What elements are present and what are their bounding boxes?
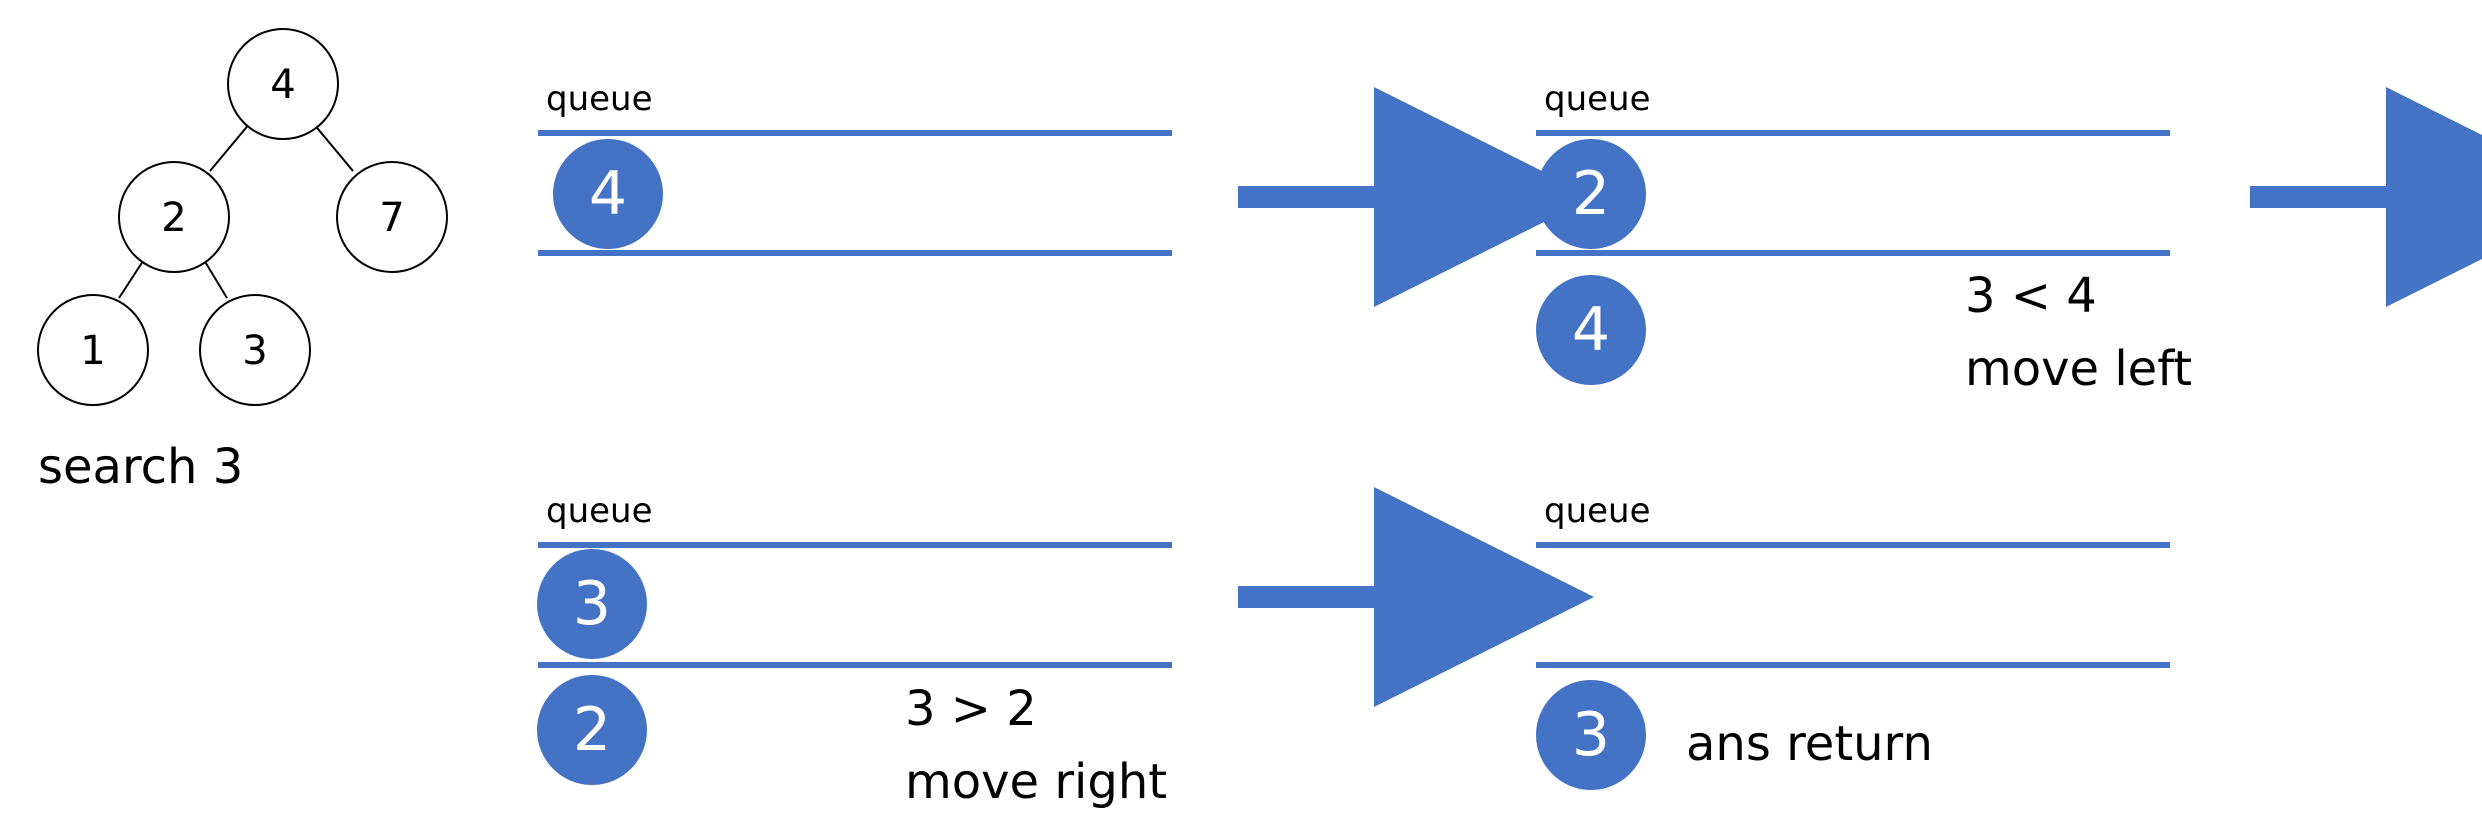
tree-node-label: 4 [270,62,295,108]
queue-label: queue [546,79,653,119]
tree-node: 1 [37,294,149,406]
queue-panel-4: queue 3 ans return [1536,491,2170,790]
queue-panel-2: queue 2 4 3 < 4 move left [1536,79,2192,397]
tree-node-label: 2 [161,195,186,241]
queue-panel-1: queue 4 [538,79,1172,256]
popped-node-label: 4 [1572,295,1610,365]
tree-edge-4-7 [312,122,354,172]
tree-edge-4-2 [209,122,251,172]
tree-node-label: 3 [242,328,267,374]
step-note-line-1: 3 > 2 [905,681,1037,737]
step-note-line-1: 3 < 4 [1965,268,2097,324]
step-note-line-2: move right [905,754,1167,810]
queue-node-label: 2 [1572,159,1610,229]
popped-node-label: 2 [573,695,611,765]
tree-node-label: 7 [379,195,404,241]
tree-node-label: 1 [80,328,105,374]
tree-node: 3 [199,294,311,406]
queue-panel-3: queue 3 2 3 > 2 move right [537,491,1172,810]
queue-node: 2 [1536,139,1646,249]
tree-node: 4 [227,28,339,140]
popped-node: 2 [537,675,647,785]
popped-node: 4 [1536,275,1646,385]
popped-node-label: 3 [1572,700,1610,770]
tree-node: 7 [336,161,448,273]
binary-search-tree: 4 2 7 1 3 search 3 [37,28,448,495]
queue-node: 3 [537,549,647,659]
popped-node: 3 [1536,680,1646,790]
tree-caption: search 3 [38,439,243,495]
step-note-line-2: move left [1965,341,2192,397]
queue-node-label: 3 [573,569,611,639]
tree-node: 2 [118,161,230,273]
queue-label: queue [1544,491,1651,531]
queue-node: 4 [553,139,663,249]
step-note-line-1: ans return [1686,716,1933,772]
queue-label: queue [1544,79,1651,119]
queue-label: queue [546,491,653,531]
queue-node-label: 4 [589,159,627,229]
